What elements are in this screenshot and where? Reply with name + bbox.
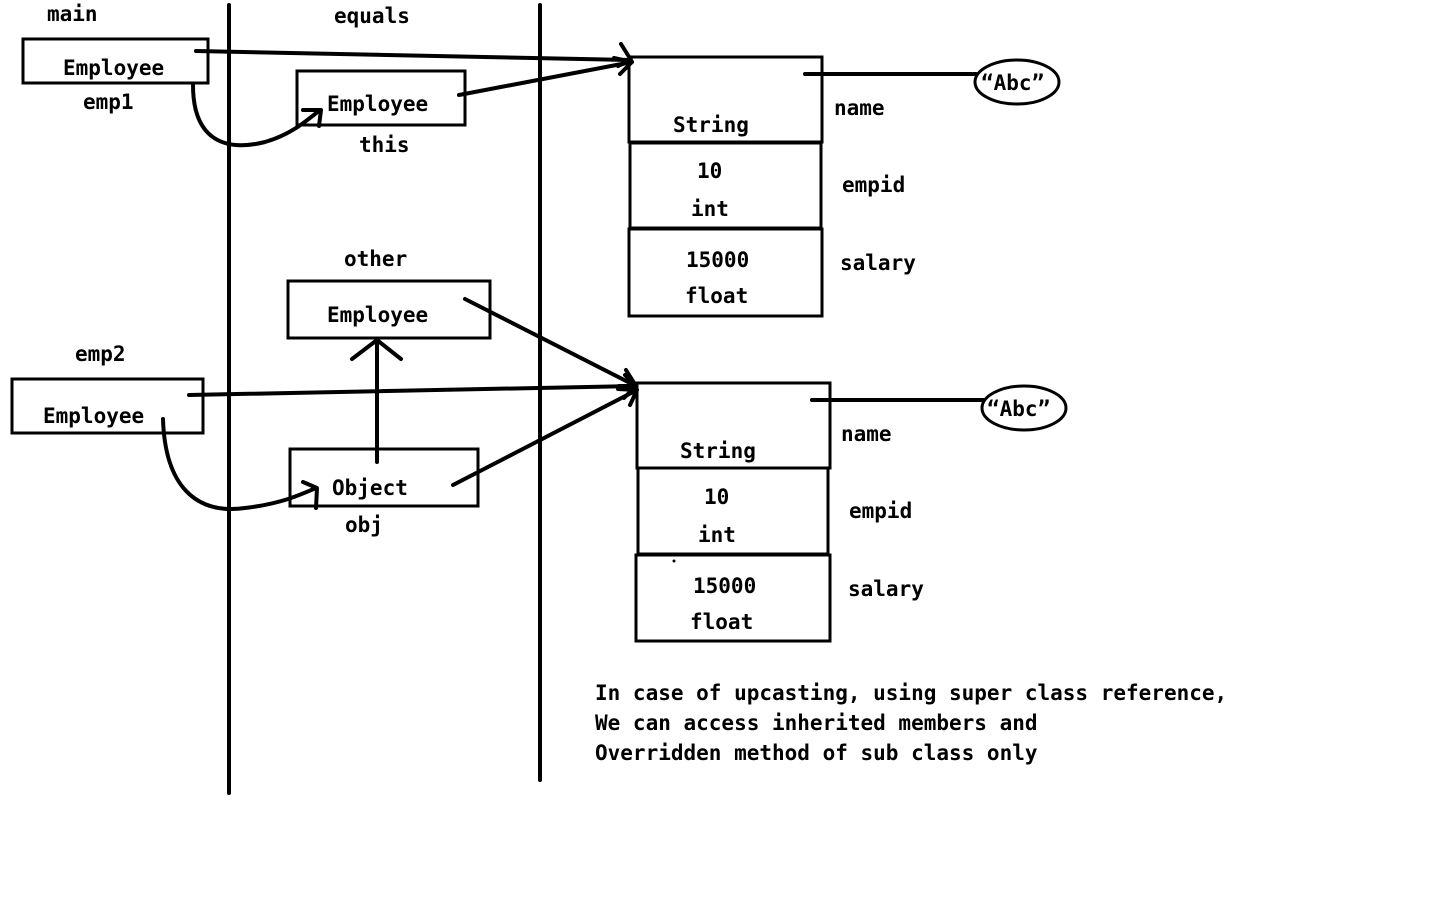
obj-to-other-cast-arrow: [350, 338, 403, 464]
this-type-label: Employee: [327, 92, 428, 116]
other-variable-label: other: [344, 247, 407, 271]
this-variable-label: this: [359, 133, 410, 157]
other-to-object-2-arrow: [463, 297, 638, 388]
object-1-string-value: “Abc”: [981, 71, 1044, 95]
emp1-reference-box: [21, 37, 210, 85]
stray-dot: [672, 559, 676, 563]
frame-label-equals: equals: [334, 4, 410, 28]
object-1-empid-label: empid: [842, 173, 905, 197]
object-1-name-type: String: [673, 113, 749, 137]
employee-object-2: String 10 int 15000 float: [634, 381, 832, 643]
emp2-to-object-2-arrow: [187, 373, 638, 400]
emp2-variable-label: emp2: [75, 342, 126, 366]
object-2-name-label: name: [841, 422, 892, 446]
obj-type-label: Object: [332, 476, 408, 500]
object-2-string-value: “Abc”: [987, 397, 1050, 421]
emp2-reference-box: [10, 377, 205, 435]
emp1-variable-label: emp1: [83, 90, 134, 114]
object-2-empid-label: empid: [849, 499, 912, 523]
object-1-string-node: [973, 58, 1061, 106]
obj-reference-box: [288, 447, 480, 508]
note-line: In case of upcasting, using super class …: [595, 681, 1228, 705]
object-1-salary-label: salary: [840, 251, 916, 275]
emp1-to-this-curved-arrow: [191, 83, 323, 148]
object-1-empid-value: 10: [697, 159, 722, 183]
note-line: Overridden method of sub class only: [595, 741, 1038, 765]
upcasting-note: In case of upcasting, using super class …: [595, 678, 1425, 768]
this-reference-box: [295, 69, 467, 127]
object-2-empid-value: 10: [704, 485, 729, 509]
object-2-name-type: String: [680, 439, 756, 463]
object-2-salary-label: salary: [848, 577, 924, 601]
object-2-salary-value: 15000: [693, 574, 756, 598]
frame-label-main: main: [47, 2, 98, 26]
obj-to-object-2-arrow: [451, 387, 639, 487]
emp1-type-label: Employee: [63, 56, 164, 80]
object-2-salary-cell: [634, 553, 832, 643]
emp1-to-object-1-arrow: [194, 42, 633, 68]
object-1-salary-value: 15000: [686, 248, 749, 272]
note-line: We can access inherited members and: [595, 711, 1038, 735]
object-1-empid-type: int: [691, 197, 729, 221]
object-2-string-node: [980, 384, 1068, 432]
object-2-salary-type: float: [690, 610, 753, 634]
object-1-salary-type: float: [685, 284, 748, 308]
employee-object-1: String 10 int 15000 float: [627, 55, 824, 318]
object-1-salary-cell: [627, 227, 824, 318]
object-1-name-label: name: [834, 96, 885, 120]
emp2-type-label: Employee: [43, 404, 144, 428]
obj-variable-label: obj: [345, 513, 383, 537]
this-to-object-1-arrow: [457, 56, 634, 97]
emp2-to-obj-curved-arrow: [161, 417, 319, 511]
other-type-label: Employee: [327, 303, 428, 327]
object-2-empid-type: int: [698, 523, 736, 547]
